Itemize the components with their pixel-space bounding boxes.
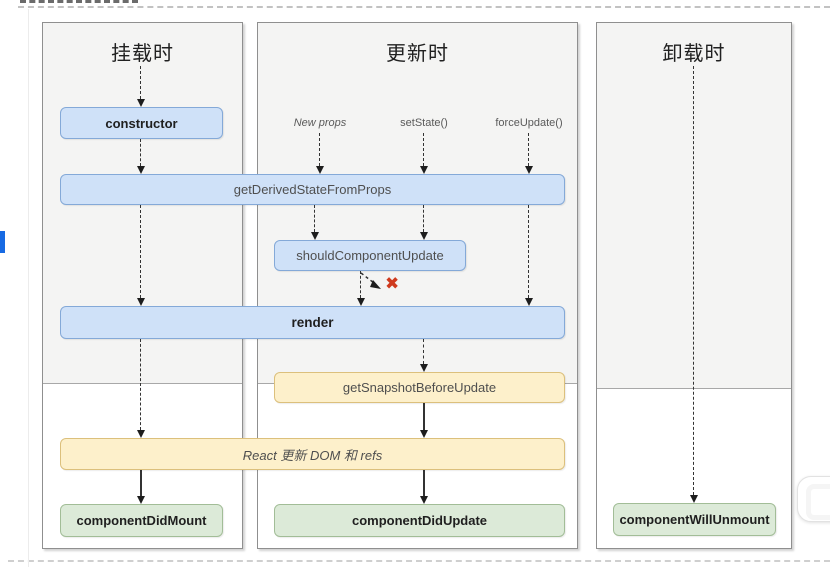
- arrow-render-to-commit-left: [140, 339, 141, 430]
- skip-update-branch: [360, 272, 381, 289]
- trigger-force-update: forceUpdate(): [495, 117, 563, 129]
- panel-unmounting-title: 卸载时: [662, 43, 726, 65]
- node-get-snapshot-before-update[interactable]: getSnapshotBeforeUpdate: [274, 372, 565, 403]
- node-render-label: render: [291, 315, 334, 330]
- node-component-will-unmount[interactable]: componentWillUnmount: [613, 503, 776, 536]
- left-edge-accent-marker: [0, 231, 5, 253]
- arrowhead-down-icon: [419, 430, 428, 438]
- arrow-gdsfp-to-scu-left: [314, 205, 315, 232]
- node-should-component-update[interactable]: shouldComponentUpdate: [274, 240, 466, 271]
- node-gsbu-label: getSnapshotBeforeUpdate: [342, 380, 497, 395]
- arrow-forceupdate-bypass-to-render: [528, 205, 529, 298]
- node-get-derived-state-from-props[interactable]: getDerivedStateFromProps: [60, 174, 565, 205]
- arrowhead-down-icon: [136, 298, 145, 306]
- arrowhead-down-icon: [419, 232, 428, 240]
- arrow-gdsfp-to-scu-right: [423, 205, 424, 232]
- arrowhead-down-icon: [136, 99, 145, 107]
- arrow-constructor-to-gdsfp: [140, 139, 141, 166]
- arrow-gdsfp-to-render-left: [140, 205, 141, 298]
- bottom-dashed-rule: [8, 560, 830, 562]
- arrow-commit-to-didmount: [140, 470, 142, 496]
- node-gdsfp-label: getDerivedStateFromProps: [233, 182, 392, 197]
- trigger-set-state: setState(): [400, 117, 448, 129]
- arrow-unmount-to-willunmount: [693, 66, 694, 495]
- node-scu-label: shouldComponentUpdate: [296, 248, 444, 263]
- arrow-render-to-gsbu: [423, 339, 424, 364]
- arrowhead-down-icon: [524, 166, 533, 174]
- cancel-update-icon: ✖: [385, 274, 400, 293]
- panel-updating-title: 更新时: [386, 43, 449, 65]
- top-dashed-rule: [18, 6, 830, 8]
- arrowhead-down-icon: [419, 166, 428, 174]
- arrowhead-down-icon: [136, 430, 145, 438]
- arrow-gsbu-to-commit: [423, 403, 425, 430]
- node-component-did-update[interactable]: componentDidUpdate: [274, 504, 565, 537]
- arrowhead-down-icon: [689, 495, 698, 503]
- arrowhead-down-icon: [315, 166, 324, 174]
- node-component-did-mount[interactable]: componentDidMount: [60, 504, 223, 537]
- node-react-updates-dom[interactable]: React 更新 DOM 和 refs: [60, 438, 565, 470]
- arrow-scu-to-render: [360, 271, 361, 298]
- arrowhead-down-icon: [310, 232, 319, 240]
- arrow-commit-to-didupdate: [423, 470, 425, 496]
- cropped-text-fragment: [20, 0, 138, 3]
- node-constructor-label: constructor: [105, 115, 178, 131]
- page-left-border: [28, 9, 29, 567]
- trigger-new-props: New props: [293, 117, 347, 129]
- arrowhead-down-icon: [524, 298, 533, 306]
- node-cwu-label: componentWillUnmount: [619, 512, 770, 527]
- node-constructor[interactable]: constructor: [60, 107, 223, 139]
- arrowhead-down-icon: [419, 496, 428, 504]
- render-phase-background: [597, 23, 791, 389]
- arrowhead-down-icon: [136, 166, 145, 174]
- arrow-mount-to-constructor: [140, 66, 141, 99]
- arrowhead-down-icon: [419, 364, 428, 372]
- panel-mounting-title: 挂载时: [111, 43, 174, 65]
- node-cdm-label: componentDidMount: [76, 513, 207, 528]
- node-render[interactable]: render: [60, 306, 565, 339]
- arrow-newprops-to-gdsfp: [319, 133, 320, 166]
- node-cdu-label: componentDidUpdate: [351, 513, 488, 528]
- node-react-updates-label: React 更新 DOM 和 refs: [242, 447, 383, 463]
- floating-widget-partial[interactable]: [797, 476, 830, 522]
- floating-widget-glyph: [806, 484, 830, 520]
- arrow-forceupdate-to-gdsfp: [528, 133, 529, 166]
- arrowhead-down-icon: [356, 298, 365, 306]
- panel-unmounting: 卸载时: [596, 22, 792, 549]
- arrow-setstate-to-gdsfp: [423, 133, 424, 166]
- arrowhead-down-icon: [136, 496, 145, 504]
